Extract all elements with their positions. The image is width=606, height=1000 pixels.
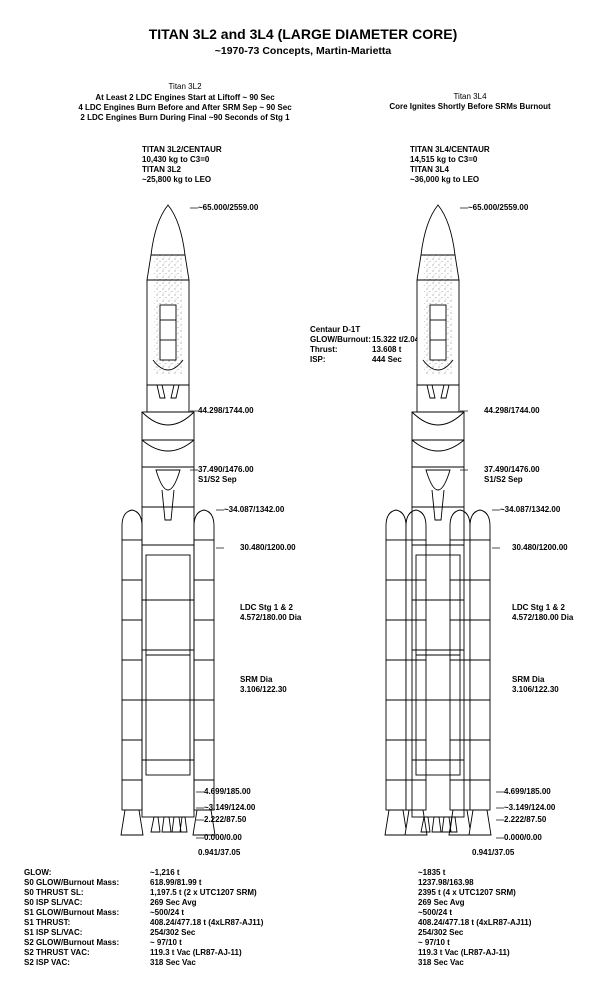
right-perf-1: TITAN 3L4/CENTAUR (410, 145, 490, 154)
left-dim-top: ~65.000/2559.00 (198, 203, 259, 212)
stat-label: S0 GLOW/Burnout Mass: (24, 878, 120, 887)
right-dim-d5: 0.941/37.05 (472, 848, 515, 857)
left-dim-sep: 37.490/1476.00 (198, 465, 254, 474)
left-dim-d4: 0.000/0.00 (204, 833, 242, 842)
centaur-label-3: ISP: (310, 355, 326, 364)
stat-label: S0 ISP SL/VAC: (24, 898, 83, 907)
left-vehicle-name: Titan 3L2 (168, 82, 202, 91)
right-perf-4: ~36,000 kg to LEO (410, 175, 480, 184)
left-perf-3: TITAN 3L2 (142, 165, 181, 174)
stat-value-left: 254/302 Sec (150, 928, 196, 937)
stat-label: S1 THRUST: (24, 918, 71, 927)
stat-label: S2 THRUST VAC: (24, 948, 90, 957)
left-srm-dia: 3.106/122.30 (240, 685, 287, 694)
left-dim-d3: 2.222/87.50 (204, 815, 247, 824)
stat-value-right: 1237.98/163.98 (418, 878, 474, 887)
right-perf-3: TITAN 3L4 (410, 165, 449, 174)
left-dim-srm-body: 30.480/1200.00 (240, 543, 296, 552)
stat-value-right: 318 Sec Vac (418, 958, 464, 967)
right-dim-srm-top: ~34.087/1342.00 (500, 505, 561, 514)
stats-right-values: ~1835 t 1237.98/163.98 2395 t (4 x UTC12… (418, 868, 531, 968)
left-dim-sep-label: S1/S2 Sep (198, 475, 237, 484)
stat-value-left: 119.3 t Vac (LR87-AJ-11) (150, 948, 242, 957)
right-srm-dia: 3.106/122.30 (512, 685, 559, 694)
left-dim-d1: 4.699/185.00 (204, 787, 251, 796)
left-srm-label: SRM Dia (240, 675, 273, 684)
titan-3l2-vehicle (120, 204, 216, 836)
titan-3l4-vehicle (384, 204, 492, 836)
stat-value-left: ~1,216 t (150, 868, 180, 877)
right-dim-centaur-base: 44.298/1744.00 (484, 406, 540, 415)
right-srm-label: SRM Dia (512, 675, 545, 684)
left-ldc-dia: 4.572/180.00 Dia (240, 613, 302, 622)
left-dim-d5: 0.941/37.05 (198, 848, 241, 857)
right-vehicle-name: Titan 3L4 (453, 92, 487, 101)
stat-value-right: 254/302 Sec (418, 928, 464, 937)
stat-value-right: 119.3 t Vac (LR87-AJ-11) (418, 948, 510, 957)
left-perf-1: TITAN 3L2/CENTAUR (142, 145, 222, 154)
stat-value-left: ~500/24 t (150, 908, 185, 917)
left-dim-centaur-base: 44.298/1744.00 (198, 406, 254, 415)
stat-label: S2 GLOW/Burnout Mass: (24, 938, 120, 947)
right-dim-d4: 0.000/0.00 (504, 833, 542, 842)
stat-label: S1 GLOW/Burnout Mass: (24, 908, 120, 917)
stat-value-left: 269 Sec Avg (150, 898, 197, 907)
right-dim-d3: 2.222/87.50 (504, 815, 547, 824)
centaur-value-2: 13.608 t (372, 345, 402, 354)
left-note-2: 4 LDC Engines Burn Before and After SRM … (78, 103, 292, 112)
left-perf-4: ~25,800 kg to LEO (142, 175, 212, 184)
stat-value-right: ~1835 t (418, 868, 446, 877)
left-note-3: 2 LDC Engines Burn During Final ~90 Seco… (80, 113, 290, 122)
stat-label: GLOW: (24, 868, 52, 877)
right-perf-2: 14,515 kg to C3=0 (410, 155, 478, 164)
left-dim-srm-top: ~34.087/1342.00 (224, 505, 285, 514)
right-ldc-label: LDC Stg 1 & 2 (512, 603, 565, 612)
centaur-name: Centaur D-1T (310, 325, 361, 334)
stat-value-left: 1,197.5 t (2 x UTC1207 SRM) (150, 888, 257, 897)
stats-labels: GLOW: S0 GLOW/Burnout Mass: S0 THRUST SL… (24, 868, 119, 968)
stat-value-left: 408.24/477.18 t (4xLR87-AJ11) (150, 918, 264, 927)
stat-label: S0 THRUST SL: (24, 888, 84, 897)
right-dim-sep-label: S1/S2 Sep (484, 475, 523, 484)
stat-label: S1 ISP SL/VAC: (24, 928, 83, 937)
page-subtitle: ~1970-73 Concepts, Martin-Marietta (214, 45, 392, 57)
left-ldc-label: LDC Stg 1 & 2 (240, 603, 293, 612)
right-dim-sep: 37.490/1476.00 (484, 465, 540, 474)
left-dim-d2: ~3.149/124.00 (204, 803, 256, 812)
centaur-value-3: 444 Sec (372, 355, 402, 364)
right-dim-srm-body: 30.480/1200.00 (512, 543, 568, 552)
right-dim-d1: 4.699/185.00 (504, 787, 551, 796)
stat-value-right: 408.24/477.18 t (4xLR87-AJ11) (418, 918, 532, 927)
centaur-label-2: Thrust: (310, 345, 338, 354)
stat-value-left: 318 Sec Vac (150, 958, 196, 967)
right-ldc-dia: 4.572/180.00 Dia (512, 613, 574, 622)
right-dim-d2: ~3.149/124.00 (504, 803, 556, 812)
stat-value-right: 2395 t (4 x UTC1207 SRM) (418, 888, 516, 897)
stat-value-left: ~ 97/10 t (150, 938, 182, 947)
stats-left-values: ~1,216 t 618.99/81.99 t 1,197.5 t (2 x U… (150, 868, 263, 968)
stat-label: S2 ISP VAC: (24, 958, 70, 967)
right-dim-top: ~65.000/2559.00 (468, 203, 529, 212)
stat-value-right: ~500/24 t (418, 908, 453, 917)
centaur-value-1: 15.322 t/2.041 t (372, 335, 429, 344)
page-title: TITAN 3L2 and 3L4 (LARGE DIAMETER CORE) (148, 26, 458, 42)
stat-value-right: 269 Sec Avg (418, 898, 465, 907)
stat-value-right: ~ 97/10 t (418, 938, 450, 947)
right-note-1: Core Ignites Shortly Before SRMs Burnout (389, 102, 551, 111)
left-perf-2: 10,430 kg to C3=0 (142, 155, 210, 164)
centaur-label-1: GLOW/Burnout: (310, 335, 371, 344)
stat-value-left: 618.99/81.99 t (150, 878, 202, 887)
left-note-1: At Least 2 LDC Engines Start at Liftoff … (95, 93, 275, 102)
